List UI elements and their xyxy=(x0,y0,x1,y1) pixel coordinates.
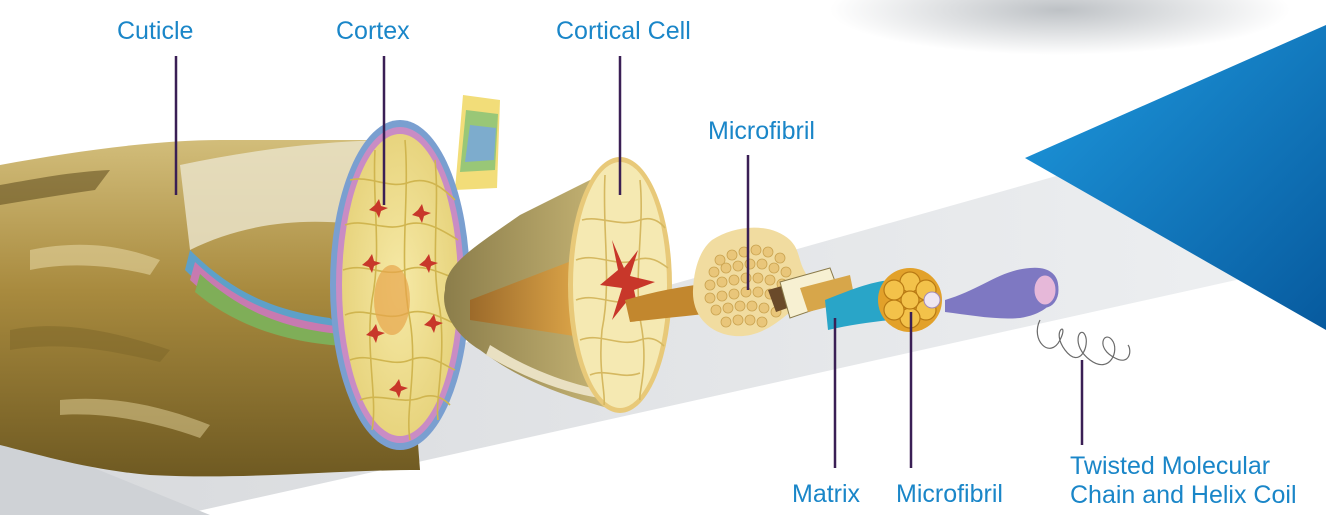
label-microfibril-bottom: Microfibril xyxy=(896,480,1003,509)
label-cuticle: Cuticle xyxy=(117,17,193,46)
label-matrix: Matrix xyxy=(792,480,860,509)
label-cortical-cell: Cortical Cell xyxy=(556,17,691,46)
label-twisted-molecular-chain: Twisted Molecular Chain and Helix Coil xyxy=(1070,452,1297,510)
label-cortex: Cortex xyxy=(336,17,410,46)
label-microfibril-top: Microfibril xyxy=(708,117,815,146)
label-twisted-line2: Chain and Helix Coil xyxy=(1070,481,1297,510)
label-twisted-line1: Twisted Molecular xyxy=(1070,452,1297,481)
top-right-shadow xyxy=(830,0,1290,55)
